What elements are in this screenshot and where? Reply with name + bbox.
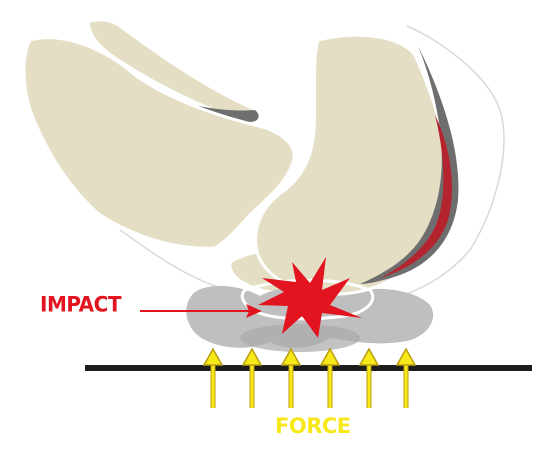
force-arrows [202,347,417,408]
force-arrow [395,347,417,408]
force-label: FORCE [275,414,351,438]
force-arrow [319,347,341,408]
fibula-bone [86,18,261,124]
tibia-bone [22,36,296,250]
cartilage-band [360,46,459,284]
force-arrow [202,347,224,408]
skin-outline [119,25,505,308]
impact-label: IMPACT [40,291,121,317]
cartilage-red-layer [380,115,452,278]
force-arrow [358,347,380,408]
impact-arrow-head [246,304,262,318]
impact-starburst [258,257,362,338]
force-arrow [241,347,263,408]
heel-tissue-shade [240,324,360,352]
force-arrow [280,347,302,408]
